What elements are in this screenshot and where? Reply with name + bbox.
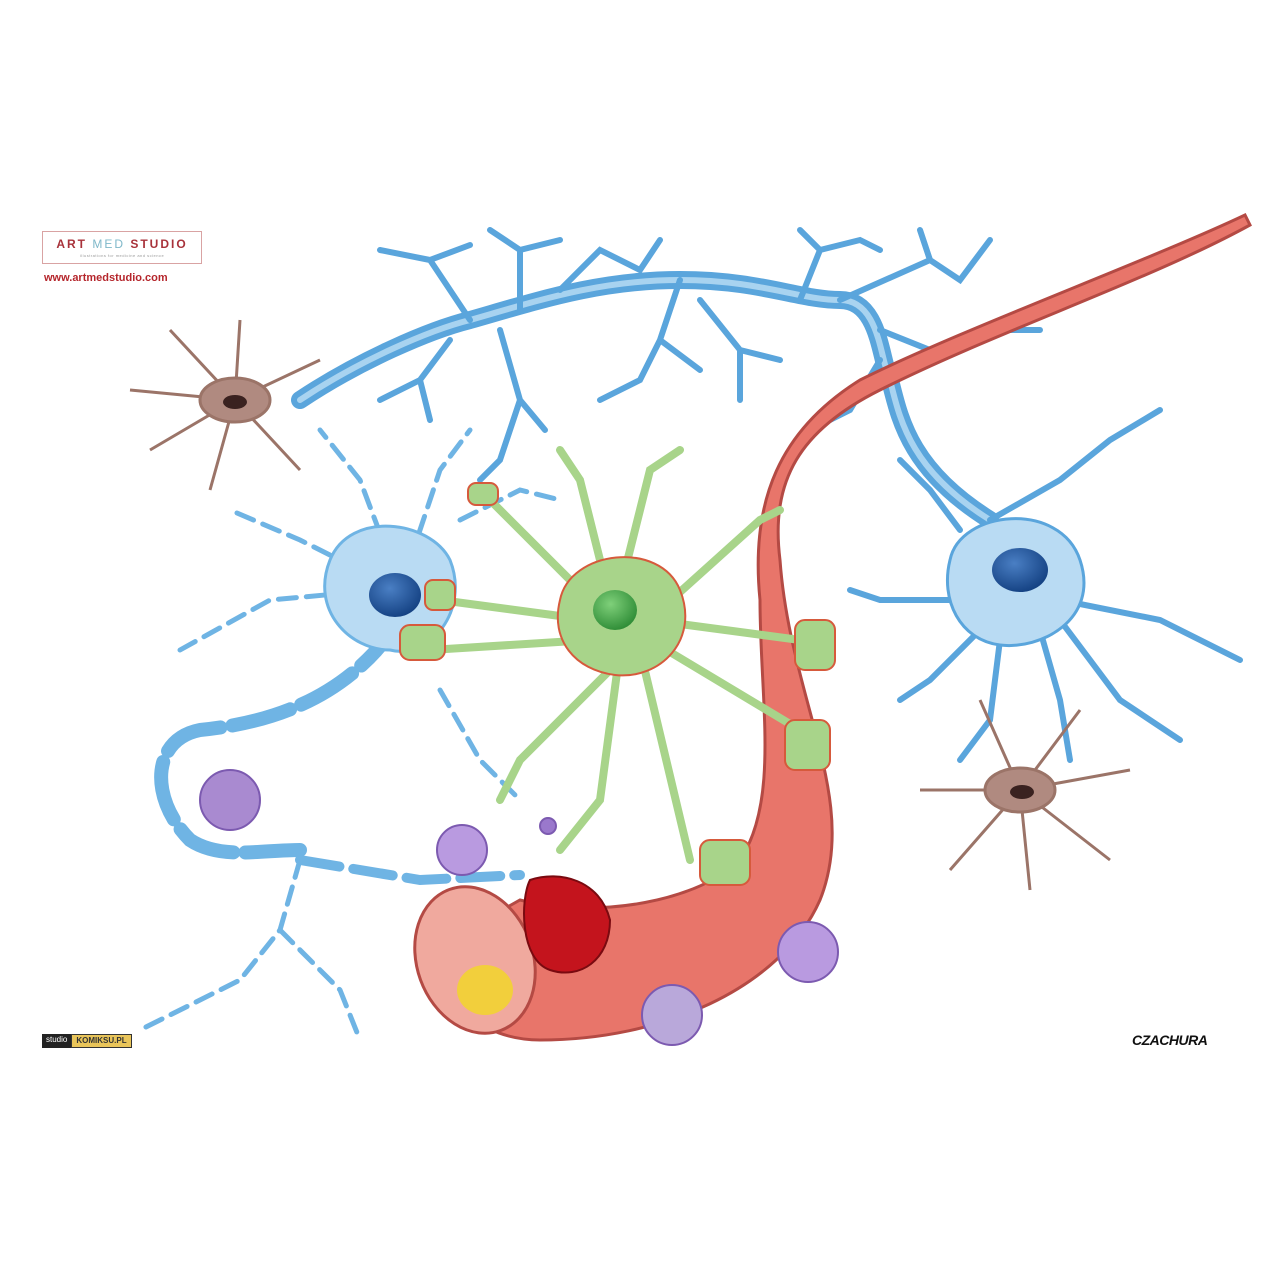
studio-logo-part2: KOMIKSU.PL (71, 1034, 132, 1048)
neuron-nucleus-left (369, 573, 421, 617)
studio-logo-part1: studio (42, 1034, 72, 1048)
logo-tagline: illustrations for medicine and science (79, 253, 165, 258)
myelinated-axon (291, 227, 1043, 529)
neuron-nucleus-right (992, 548, 1048, 592)
astrocyte-endfeet (399, 482, 836, 886)
blood-vessel (413, 213, 1252, 1042)
website-url: www.artmedstudio.com (44, 272, 168, 284)
logo-word-studio: STUDIO (130, 237, 188, 251)
art-med-studio-logo: ART MED STUDIO illustrations for medicin… (42, 231, 202, 264)
microglia-top-left (129, 319, 321, 491)
leukocytes (199, 769, 839, 1046)
red-blood-cells (523, 875, 612, 974)
logo-word-art: ART (56, 237, 87, 251)
astrocyte-nucleus (593, 590, 637, 630)
neuron-right (847, 407, 1243, 763)
atherosclerotic-plaque (457, 965, 513, 1015)
microglia-bottom-right (920, 699, 1131, 891)
logo-word-med: MED (92, 237, 125, 251)
artist-signature: CZACHURA (1132, 1032, 1208, 1048)
studio-komiksu-logo: studio KOMIKSU.PL (42, 1034, 132, 1048)
